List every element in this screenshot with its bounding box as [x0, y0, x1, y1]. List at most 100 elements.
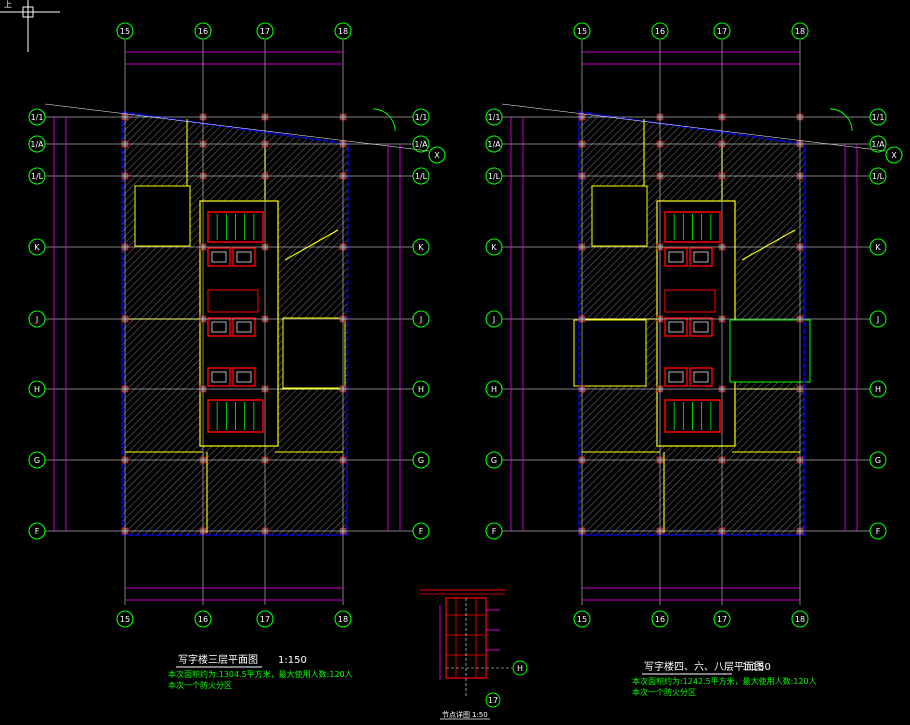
plan-left-axis-left-K: K: [34, 243, 40, 252]
plan-left-axis-left-1-A-circle: [28, 135, 46, 153]
plan-left-lift-shaft: [232, 317, 256, 337]
plan-left-lounge: [282, 317, 346, 389]
plan-right-lift-car: [693, 251, 709, 263]
plan-left-axis-left-G: G: [34, 456, 40, 465]
plan-left-lift-car: [236, 251, 252, 263]
plan-left-axis-right-K: K: [418, 243, 424, 252]
plan-left-axis-bottom-18-circle: [334, 610, 352, 628]
plan-left-axis-left-J: J: [35, 315, 38, 324]
plan-left-axis-x: X: [434, 151, 440, 160]
plan-right-axis-left-H: H: [491, 385, 497, 394]
node-detail: 17 H 节点详图 1:50: [420, 589, 528, 720]
plan-right-axis-right-H-circle: [869, 380, 887, 398]
plan-right-axis-top-15: 15: [577, 27, 587, 36]
plan-left-room-left: [134, 185, 191, 247]
plan-right-lift-shaft: [689, 317, 713, 337]
plan-right-axis-right-J-circle: [869, 310, 887, 328]
plan-right-lounge-left: [573, 319, 647, 387]
plan-left-axis-right-H: H: [418, 385, 424, 394]
plan-right-axis-right-H: H: [875, 385, 881, 394]
plan-right-lift-car: [668, 251, 684, 263]
plan-right-title: 写字楼四、六、八层平面图: [644, 660, 764, 673]
plan-left-axis-top-17-circle: [256, 22, 274, 40]
plan-right-axis-left-1-A: 1/A: [487, 140, 501, 149]
plan-right-axis-top-15-circle: [573, 22, 591, 40]
plan-right-axis-left-F-circle: [485, 522, 503, 540]
plan-left-axis-left-G-circle: [28, 451, 46, 469]
plan-left-stair: [207, 211, 264, 243]
plan-right-lift-shaft: [664, 367, 688, 387]
plan-right-room-left: [591, 185, 648, 247]
plan-left-axis-bottom-15: 15: [120, 615, 130, 624]
plan-left-axis-right-1-1: 1/1: [415, 113, 428, 122]
plan-left-axis-right-1-A: 1/A: [414, 140, 428, 149]
plan-left-exterior-wall: [121, 111, 349, 536]
plan-left-lift-car: [211, 251, 227, 263]
plan-right-axis-bottom-17: 17: [717, 615, 727, 624]
plan-left-axis-bottom-17: 17: [260, 615, 270, 624]
plan-left-axis-left-1-1: 1/1: [31, 113, 44, 122]
detail-title: 节点详图: [442, 710, 470, 719]
ucs-label: 上: [4, 0, 12, 9]
plan-right-axis-right-G-circle: [869, 451, 887, 469]
plan-left-toilet: [207, 289, 259, 313]
plan-left-axis-right-K-circle: [412, 238, 430, 256]
plan-left-lift-shaft: [207, 367, 231, 387]
plan-right-axis-bottom-16-circle: [651, 610, 669, 628]
plan-right-axis-left-J: J: [492, 315, 495, 324]
plan-left-axis-right-G: G: [418, 456, 424, 465]
detail-scale: 1:50: [472, 711, 488, 719]
plan-left-axis-right-G-circle: [412, 451, 430, 469]
plan-left-axis-right-F: F: [419, 527, 424, 536]
ucs-icon: 上: [0, 0, 60, 52]
detail-axis-17: 17: [488, 696, 498, 705]
plan-right-axis-left-K-circle: [485, 238, 503, 256]
plan-left-lift-shaft: [232, 247, 256, 267]
plan-left-axis-left-F-circle: [28, 522, 46, 540]
plan-right-axis-left-H-circle: [485, 380, 503, 398]
plan-right-axis-right-G: G: [875, 456, 881, 465]
plan-left-axis-left-K-circle: [28, 238, 46, 256]
plan-left-axis-bottom-18: 18: [338, 615, 348, 624]
plan-left-axis-left-1-L-circle: [28, 167, 46, 185]
plan-right-axis-left-J-circle: [485, 310, 503, 328]
plan-right-axis-left-G: G: [491, 456, 497, 465]
plan-right-door-arc: [829, 108, 853, 132]
plan-right-scale: 1:150: [742, 662, 771, 673]
plan-left-lift-shaft: [207, 317, 231, 337]
plan-right-axis-left-1-1: 1/1: [488, 113, 501, 122]
plan-right-note-2: 本次一个防火分区: [632, 687, 696, 697]
plan-right-axis-bottom-17-circle: [713, 610, 731, 628]
plan-right-axis-left-1-1-circle: [485, 108, 503, 126]
plan-left-axis-left-H-circle: [28, 380, 46, 398]
plan-left-axis-right-1-A-circle: [412, 135, 430, 153]
plan-right-lift-shaft: [689, 367, 713, 387]
plan-right-axis-right-K-circle: [869, 238, 887, 256]
plan-left-axis-right-1-1-circle: [412, 108, 430, 126]
plan-left-axis-right-H-circle: [412, 380, 430, 398]
plan-left-axis-right-J-circle: [412, 310, 430, 328]
plan-right-note-1: 本次面积约为:1242.5平方米，最大使用人数:120人: [632, 676, 817, 686]
plan-left-axis-top-18-circle: [334, 22, 352, 40]
plan-left-lift-car: [211, 321, 227, 333]
plan-right-axis-right-1-L: 1/L: [872, 172, 885, 181]
plan-right-axis-bottom-16: 16: [655, 615, 665, 624]
plan-right-axis-right-1-A-circle: [869, 135, 887, 153]
plan-right-title-block: 写字楼四、六、八层平面图 1:150 本次面积约为:1242.5平方米，最大使用…: [632, 660, 817, 697]
plan-left-scale: 1:150: [278, 655, 307, 666]
plan-right-stair: [664, 399, 721, 433]
plan-right-toilet: [664, 289, 716, 313]
plan-right-axis-left-1-L: 1/L: [488, 172, 501, 181]
plan-left-axis-line-x: [44, 103, 430, 152]
plan-left-lift-shaft: [207, 247, 231, 267]
plan-left-axis-left-F: F: [35, 527, 40, 536]
plan-right-axis-top-17: 17: [717, 27, 727, 36]
plan-left-axis-x-circle: [428, 146, 446, 164]
plan-right-axis-bottom-18-circle: [791, 610, 809, 628]
plan-left-axis-right-1-L: 1/L: [415, 172, 428, 181]
plan-right-axis-top-18: 18: [795, 27, 805, 36]
plan-left-lift-shaft: [232, 367, 256, 387]
plan-right-axis-line-x: [501, 103, 887, 152]
